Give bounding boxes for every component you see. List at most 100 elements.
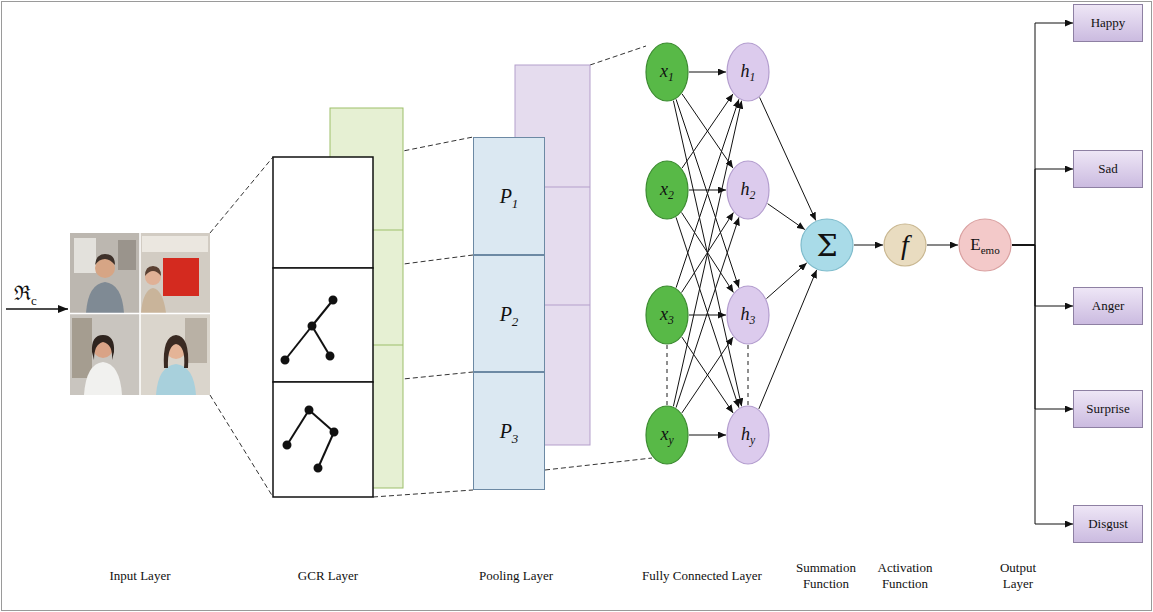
- graph-icon-part: [287, 410, 309, 445]
- layer-label: Summation Function: [790, 560, 862, 592]
- main-glyph: h: [741, 61, 750, 81]
- emotion-box: Anger: [1073, 287, 1143, 325]
- node-ellipse: [727, 43, 769, 101]
- emotion-box: Sad: [1073, 150, 1143, 188]
- connector-arrow: [1012, 245, 1073, 524]
- activation-circle: f: [883, 223, 927, 267]
- subscript: 3: [512, 431, 519, 446]
- node-text: Surprise: [1086, 402, 1129, 416]
- node-text: h2: [741, 180, 756, 200]
- subscript: c: [31, 293, 37, 308]
- photo-collage-part: [70, 313, 210, 315]
- photo-collage-part: [164, 335, 189, 368]
- subscript: 3: [668, 314, 674, 327]
- photo-collage-part: [70, 314, 140, 395]
- photo-collage: [70, 233, 210, 395]
- graph-icon-part: [309, 410, 334, 432]
- connector-arrow: [689, 315, 726, 316]
- photo-collage-part: [84, 362, 122, 395]
- graph-icon-part: [282, 357, 289, 364]
- connector-arrow: [673, 101, 741, 407]
- photo-collage-part: [95, 254, 115, 265]
- graph-icon-part: [285, 326, 312, 360]
- main-glyph: x: [660, 424, 668, 444]
- layer-label: GCR Layer: [268, 568, 388, 584]
- dashed-guide-part: [590, 46, 646, 65]
- connector-arrow: [1012, 245, 1073, 306]
- node-text: f: [901, 230, 909, 261]
- layer-label: Fully Connected Layer: [627, 568, 777, 584]
- dashed-guide-part: [210, 157, 273, 233]
- subscript: y: [668, 434, 673, 447]
- node-text: x1: [660, 62, 674, 82]
- node-ellipse: [884, 224, 926, 266]
- summation-circle: Σ: [800, 218, 854, 272]
- connector-arrow: [927, 245, 958, 246]
- photo-collage-part: [72, 318, 92, 378]
- input-neuron: x2: [645, 160, 689, 220]
- graph-icon-part: [327, 353, 334, 360]
- connector-arrow: [673, 101, 741, 407]
- dashed-guide: [210, 46, 652, 497]
- emotion-box: Disgust: [1073, 505, 1143, 543]
- node-text: Sad: [1098, 162, 1118, 176]
- subscript: 1: [750, 71, 756, 84]
- dashed-guide-part: [373, 490, 473, 497]
- dashed-guide-part: [545, 458, 652, 470]
- photo-collage-part: [156, 364, 196, 395]
- graph-icon-part: [309, 323, 316, 330]
- pooling-box: P3: [473, 372, 545, 490]
- node-ellipse: [959, 219, 1011, 271]
- connector-arrow: [759, 270, 817, 409]
- photo-collage-part: [163, 258, 199, 296]
- node-text: Eemo: [970, 236, 999, 255]
- node-ellipse: [727, 406, 769, 464]
- pooling-feature-maps-part: [545, 187, 590, 188]
- layer-label: Output Layer: [992, 560, 1044, 592]
- node-ellipse: [801, 219, 853, 271]
- node-text: P3: [500, 420, 519, 442]
- node-text: x3: [660, 305, 674, 325]
- photo-collage-part: [86, 282, 124, 313]
- graph-icon-part: [330, 297, 337, 304]
- node-text: Σ: [816, 229, 837, 262]
- node-text: hy: [741, 425, 755, 445]
- node-ellipse: [727, 161, 769, 219]
- connector-arrow: [682, 337, 733, 413]
- graph-icon-part: [318, 432, 334, 468]
- layer-label: Input Layer: [80, 568, 200, 584]
- gcr-feature-maps-part: [273, 157, 373, 268]
- subscript: y: [750, 434, 755, 447]
- photo-collage-part: [74, 238, 96, 273]
- photo-collage-part: [118, 240, 136, 270]
- node-ellipse: [727, 286, 769, 344]
- photo-collage-part: [145, 266, 161, 276]
- photo-collage-part: [92, 335, 114, 360]
- input-neuron: x3: [645, 285, 689, 345]
- connector-arrow: [682, 337, 733, 413]
- node-ellipse: [646, 406, 688, 464]
- connector-arrow: [1012, 245, 1073, 409]
- graph-icon-part: [306, 407, 313, 414]
- connector-arrow: [1012, 23, 1073, 245]
- node-text: P1: [500, 185, 519, 207]
- input-symbol: ℜc: [14, 279, 58, 306]
- ellipsis-link: [666, 345, 667, 405]
- pooling-feature-maps-part: [545, 305, 590, 306]
- photo-collage-part: [140, 233, 210, 313]
- subscript: 1: [512, 196, 519, 211]
- connector-arrow: [1012, 169, 1073, 245]
- hidden-neuron: h3: [726, 285, 770, 345]
- graph-icon-part: [312, 300, 333, 326]
- layer-label: Pooling Layer: [456, 568, 576, 584]
- node-text: P2: [500, 303, 519, 325]
- connector-arrow: [768, 204, 805, 230]
- connector-arrow: [760, 97, 816, 220]
- hidden-neuron: h1: [726, 42, 770, 102]
- emotion-box: Surprise: [1073, 390, 1143, 428]
- main-glyph: x: [660, 304, 668, 324]
- node-text: x2: [660, 180, 674, 200]
- node-ellipse: [646, 161, 688, 219]
